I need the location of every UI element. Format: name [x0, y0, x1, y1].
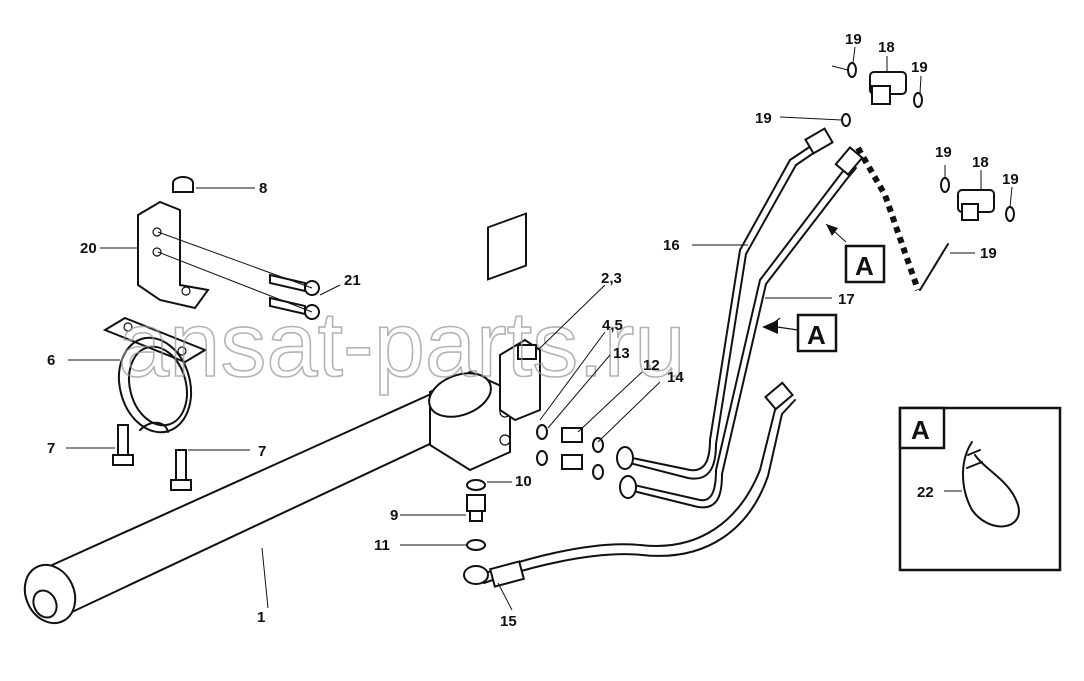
bracket	[137, 200, 210, 310]
label-17: 17	[838, 291, 855, 308]
svg-text:A: A	[855, 251, 874, 281]
tubes	[463, 127, 949, 588]
hydraulic-cylinder	[23, 212, 541, 625]
label-19-e: 19	[1002, 171, 1019, 188]
label-13: 13	[613, 345, 630, 362]
detail-box-letter: A	[911, 415, 930, 445]
label-10: 10	[515, 473, 532, 490]
label-16: 16	[663, 237, 680, 254]
label-19-c: 19	[755, 110, 772, 127]
part-labels: 1 2,3 4,5 6 7 7 8 9 10 11 12 13 14 15 16…	[47, 31, 1019, 630]
label-18-top: 18	[878, 39, 895, 56]
label-7-left: 7	[47, 440, 55, 457]
label-8: 8	[259, 180, 267, 197]
fittings-mid	[536, 424, 604, 480]
label-15: 15	[500, 613, 517, 630]
callout-a-lower: A	[762, 313, 838, 353]
label-6: 6	[47, 352, 55, 369]
label-20: 20	[80, 240, 97, 257]
callout-a-upper: A	[825, 223, 886, 284]
label-19-d: 19	[935, 144, 952, 161]
fittings-lower	[466, 479, 486, 551]
clamp	[102, 316, 208, 434]
label-2-3: 2,3	[601, 270, 622, 287]
label-19-a: 19	[845, 31, 862, 48]
label-18-mid: 18	[972, 154, 989, 171]
label-7-right: 7	[258, 443, 266, 460]
svg-text:A: A	[807, 320, 826, 350]
label-19-b: 19	[911, 59, 928, 76]
tee-fittings	[841, 62, 1015, 222]
watermark: ansat-parts.ru	[118, 294, 686, 396]
label-14: 14	[667, 369, 684, 386]
label-4-5: 4,5	[602, 317, 623, 334]
label-11: 11	[374, 537, 390, 554]
label-1: 1	[257, 609, 265, 626]
label-19-f: 19	[980, 245, 997, 262]
label-21: 21	[344, 272, 361, 289]
label-9: 9	[390, 507, 398, 524]
detail-box: A	[898, 406, 1062, 572]
leader-lines	[66, 46, 1013, 611]
label-22: 22	[917, 484, 934, 501]
bolts	[112, 176, 320, 491]
label-12: 12	[643, 357, 660, 374]
